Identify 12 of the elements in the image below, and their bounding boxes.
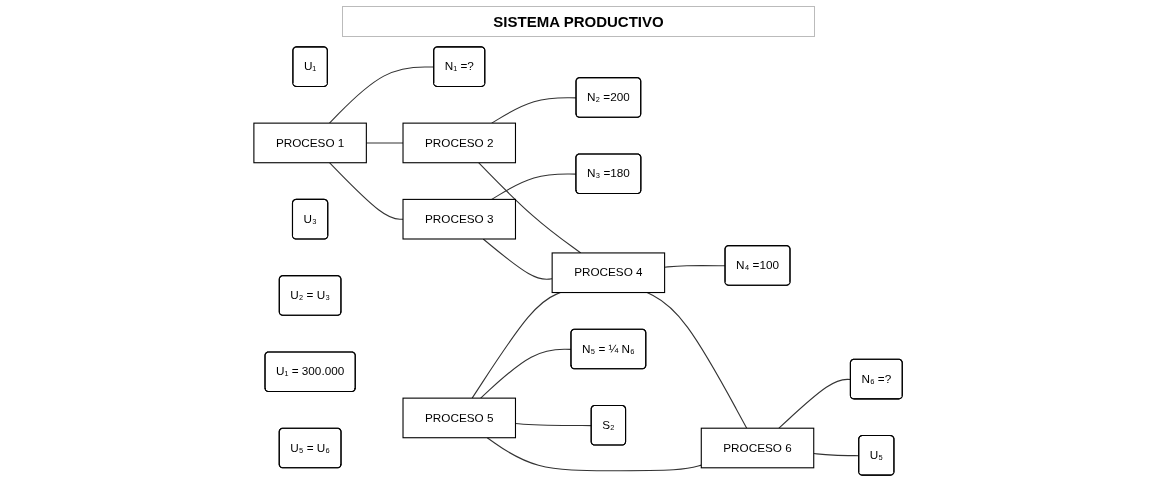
connector	[366, 142, 404, 144]
connector	[329, 162, 404, 220]
connector	[472, 291, 562, 399]
title: SISTEMA PRODUCTIVO	[342, 6, 815, 37]
node-box: PROCESO 2	[402, 122, 517, 164]
node-box: PROCESO 1	[253, 122, 368, 164]
connector	[478, 162, 582, 254]
node-box: PROCESO 3	[402, 198, 517, 240]
node-box: PROCESO 4	[552, 252, 666, 294]
node-box: PROCESO 5	[402, 397, 517, 439]
connector	[646, 291, 748, 429]
node-box: PROCESO 6	[701, 427, 815, 469]
